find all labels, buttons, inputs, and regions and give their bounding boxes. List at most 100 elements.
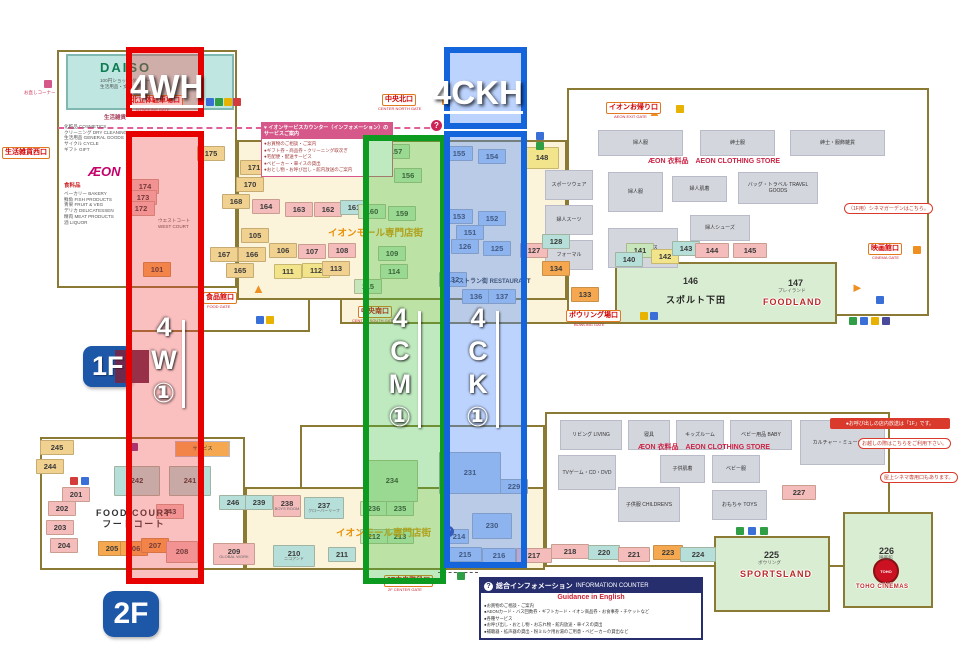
information-counter-legend: ? 総合インフォメーション INFORMATION COUNTER Guidan…: [479, 577, 703, 641]
store-241: 241: [169, 466, 211, 496]
zone-label-4w1: 4W①: [149, 312, 185, 412]
facility-icon: [736, 527, 744, 535]
store-166: 166: [238, 247, 266, 262]
store-243: 243: [156, 504, 184, 519]
dept-block: 紳士・服飾雑貨: [790, 130, 885, 156]
dept-block: 婦人服: [608, 172, 663, 212]
map-label: プレイランド: [778, 288, 806, 293]
map-label: 化粧品 COSMETICS クリーニング DRY CLEANING 生活用品 G…: [64, 124, 128, 152]
map-label: FOOD COURT フードコート: [96, 508, 172, 530]
facility-icon: [224, 98, 232, 106]
store-168: 168: [222, 194, 250, 209]
store-133: 133: [571, 287, 599, 302]
store-144: 144: [695, 243, 729, 258]
store-245: 245: [40, 440, 74, 455]
exit-sub-label: CENTER SOUTH GATE: [352, 318, 396, 323]
facility-icon: [748, 527, 756, 535]
map-label: 146: [683, 276, 699, 286]
dept-block: 婦人肌着: [672, 176, 727, 202]
map-label: 225: [764, 550, 780, 560]
store-164: 164: [252, 199, 280, 214]
facility-icon: [536, 132, 544, 140]
exit-label: 2F中央階段口: [384, 575, 434, 588]
store-105: 105: [241, 228, 269, 243]
store-107: 107: [298, 244, 326, 259]
dept-block: 婦人スーツ: [545, 205, 593, 235]
store-137: 137: [488, 289, 516, 304]
store-145: 145: [733, 243, 767, 258]
store-109: 109: [378, 246, 406, 261]
exit-label: 食品館口: [203, 292, 237, 305]
dept-block: 婦人服: [598, 130, 683, 156]
map-label: FOODLAND: [763, 297, 822, 307]
walkway-dashed-line: [58, 127, 440, 129]
exit-label: イオンお帰り口: [606, 102, 661, 115]
store-152: 152: [478, 211, 506, 226]
map-label: ÆON 衣料品 AEON CLOTHING STORE: [648, 158, 781, 165]
facility-icon: [876, 296, 884, 304]
facility-icon: [882, 317, 890, 325]
store-136: 136: [462, 289, 490, 304]
map-label: イオンモール専門店街: [328, 228, 424, 239]
store-202: 202: [48, 501, 76, 516]
store-175: 175: [197, 146, 225, 161]
map-label: 生活雑貨: [104, 115, 127, 121]
map-label: ▲: [252, 281, 265, 296]
dept-block: バッグ・トラベル TRAVEL GOODS: [738, 172, 818, 204]
announcement-note: ●お呼び出しの店内放送は「1F」です。: [830, 418, 950, 429]
dept-block: おもちゃ TOYS: [712, 490, 767, 520]
store-203: 203: [46, 520, 74, 535]
facility-icon: [676, 105, 684, 113]
exit-sub-label: CENTER NORTH GATE: [378, 106, 422, 111]
store-223: 223: [653, 545, 683, 560]
facility-icon: [457, 572, 465, 580]
exit-label: 生活雑貨西口: [2, 147, 50, 160]
facility-icon: [44, 80, 52, 88]
zone-label-4ckh: 4CKH: [433, 76, 523, 114]
map-label: DAISO: [100, 60, 152, 75]
map-label: 226: [879, 546, 895, 556]
guidance-in-english: Guidance in English: [557, 594, 625, 601]
store-128: 128: [542, 234, 570, 249]
information-pin-icon: ?: [443, 526, 454, 537]
dept-block: キッズルーム: [676, 420, 724, 450]
facility-icon: [650, 312, 658, 320]
service-counter-pin-icon: ?: [431, 120, 442, 131]
facility-icon: [536, 142, 544, 150]
store-220: 220: [588, 545, 620, 560]
dept-block: リビング LIVING: [560, 420, 622, 450]
store-114: 114: [380, 264, 408, 279]
store-162: 162: [314, 202, 342, 217]
f2-bowling-annex: [714, 536, 830, 612]
facility-icon: [256, 316, 264, 324]
exit-label: ボウリング場口: [566, 310, 621, 323]
f2-center-block: [300, 425, 545, 489]
store-224: 224: [680, 547, 716, 562]
store-208: 208: [166, 541, 198, 563]
store-230: 230: [472, 513, 512, 539]
map-label: 147: [788, 278, 804, 288]
store-236: 236: [360, 501, 388, 516]
store-155: 155: [445, 146, 473, 161]
toho-cinemas-logo: TOHO: [873, 558, 899, 584]
map-label: 100円ショップ ダイソー 生活用品・文具・雑貨: [100, 78, 151, 89]
store-153: 153: [445, 209, 473, 224]
store-204: 204: [50, 538, 78, 553]
store-231: 231: [439, 452, 501, 494]
map-label: ウエストコート WEST COURT: [158, 218, 191, 229]
store-201: 201: [62, 487, 90, 502]
note-bubble-cinema-garden: （1F用）シネマガーデンはこちら。: [844, 203, 933, 214]
store-211: 211: [328, 547, 356, 562]
facility-icon: [70, 477, 78, 485]
facility-icon: [266, 316, 274, 324]
store-115: 115: [354, 279, 382, 294]
store-172: 172: [127, 201, 155, 216]
exit-sub-label: CINEMA GATE: [872, 255, 900, 260]
map-label: TOHO CINEMAS: [856, 584, 909, 590]
map-label: 食料品: [64, 183, 81, 189]
exit-sub-label: 2F CENTER GATE: [388, 587, 422, 592]
map-label: SPORTSLAND: [740, 569, 813, 579]
store-207: 207: [141, 538, 169, 553]
dept-block: ベビー服: [712, 455, 760, 483]
